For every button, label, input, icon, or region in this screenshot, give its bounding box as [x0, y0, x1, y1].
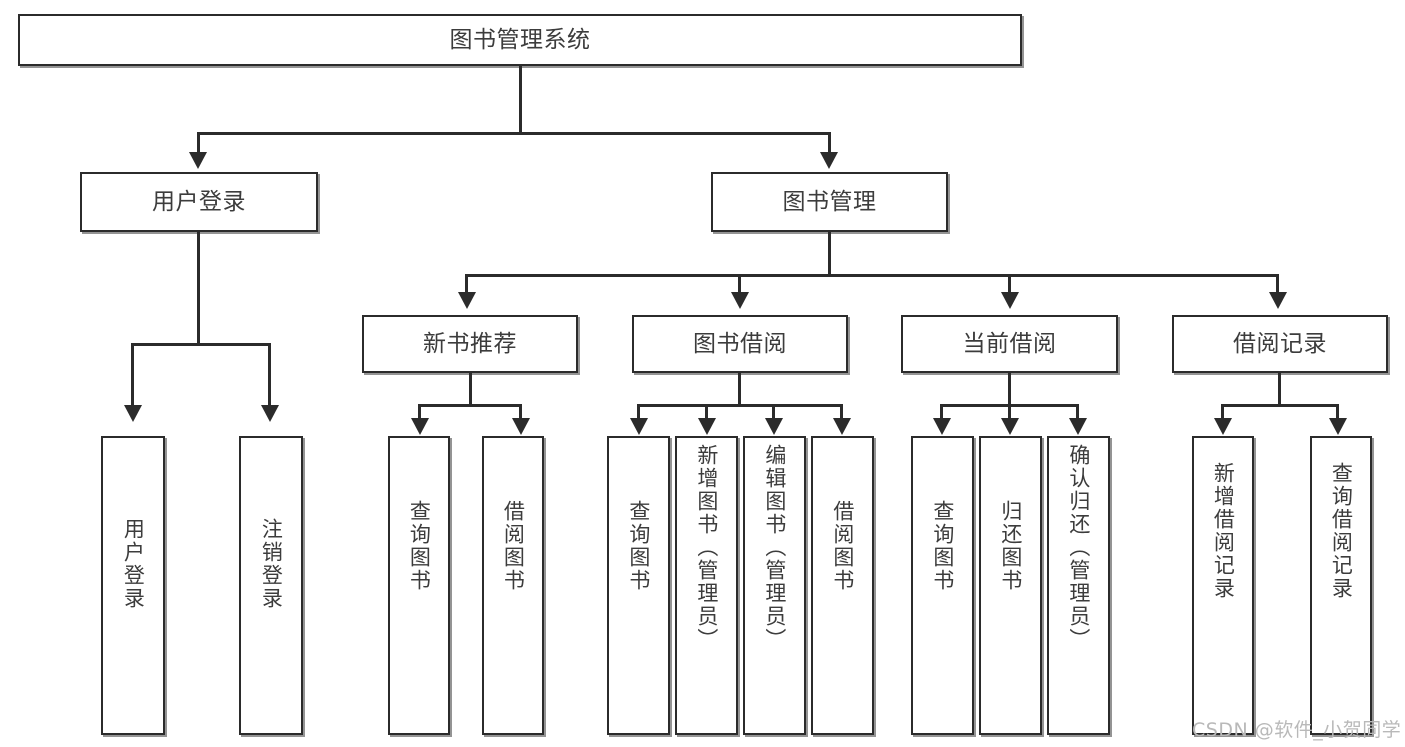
connector-book-manage-stem — [828, 232, 831, 276]
node-book-borrow[interactable]: 图书借阅 — [632, 315, 848, 373]
leaf-confirm-return[interactable]: 确认归还（管理员） — [1047, 436, 1110, 735]
connector-new-book-recommend-drop-1 — [418, 404, 421, 422]
arrow-book-borrow-to-leaf-3 — [765, 418, 783, 435]
connector-book-borrow-drop-2 — [705, 404, 708, 422]
arrow-book-borrow-to-leaf-1 — [630, 418, 648, 435]
arrow-book-manage-to-current-borrow — [1001, 292, 1019, 309]
leaf-query-record[interactable]: 查询借阅记录 — [1310, 436, 1372, 735]
node-label: 新增图书（管理员） — [694, 444, 719, 651]
connector-book-manage-drop-4 — [1276, 274, 1279, 296]
connector-book-borrow-bus — [637, 404, 843, 407]
arrow-current-borrow-to-leaf-2 — [1001, 418, 1019, 435]
node-book-manage[interactable]: 图书管理 — [711, 172, 948, 232]
connector-user-login-drop-1 — [131, 343, 134, 409]
leaf-query-book-1[interactable]: 查询图书 — [388, 436, 450, 735]
arrow-borrow-record-to-leaf-1 — [1214, 418, 1232, 435]
node-label: 借阅图书 — [501, 500, 526, 592]
connector-user-login-bus — [131, 343, 270, 346]
csdn-watermark: CSDN @软件_小贺同学 — [1192, 719, 1402, 741]
node-label: 借阅图书 — [830, 500, 855, 592]
node-borrow-record[interactable]: 借阅记录 — [1172, 315, 1388, 373]
connector-new-book-recommend-stem — [469, 373, 472, 406]
node-label: 归还图书 — [998, 500, 1023, 592]
arrow-current-borrow-to-leaf-1 — [933, 418, 951, 435]
leaf-return-book[interactable]: 归还图书 — [979, 436, 1042, 735]
leaf-query-book-2[interactable]: 查询图书 — [607, 436, 670, 735]
arrow-book-manage-to-borrow-record — [1269, 292, 1287, 309]
connector-borrow-record-drop-2 — [1336, 404, 1339, 422]
node-user-login[interactable]: 用户登录 — [80, 172, 318, 232]
connector-borrow-record-bus — [1221, 404, 1339, 407]
connector-new-book-recommend-drop-2 — [519, 404, 522, 422]
node-label: 查询借阅记录 — [1329, 462, 1354, 600]
node-label: 查询图书 — [626, 500, 651, 592]
node-label: 用户登录 — [121, 518, 146, 610]
node-label: 当前借阅 — [962, 330, 1057, 357]
arrow-book-borrow-to-leaf-2 — [698, 418, 716, 435]
node-label: 查询图书 — [930, 500, 955, 592]
connector-root-stem — [519, 66, 522, 134]
node-label: 编辑图书（管理员） — [762, 444, 787, 651]
arrow-new-book-recommend-to-leaf-2 — [512, 418, 530, 435]
node-label: 图书管理 — [782, 188, 877, 215]
leaf-user-login[interactable]: 用户登录 — [101, 436, 165, 735]
arrow-book-borrow-to-leaf-4 — [833, 418, 851, 435]
connector-current-borrow-drop-3 — [1076, 404, 1079, 422]
leaf-borrow-book-2[interactable]: 借阅图书 — [811, 436, 874, 735]
arrow-book-manage-to-new-book-recommend — [458, 292, 476, 309]
arrow-user-login-to-leaf-1 — [124, 405, 142, 422]
connector-root-to-user-login — [197, 132, 200, 156]
node-label: 图书管理系统 — [449, 26, 591, 53]
connector-book-manage-drop-3 — [1008, 274, 1011, 296]
connector-current-borrow-stem — [1008, 373, 1011, 406]
leaf-add-record[interactable]: 新增借阅记录 — [1192, 436, 1254, 735]
arrow-root-to-book-manage — [820, 152, 838, 169]
connector-book-borrow-drop-1 — [637, 404, 640, 422]
node-label: 用户登录 — [152, 188, 246, 215]
connector-root-bus — [197, 132, 830, 135]
connector-current-borrow-drop-1 — [940, 404, 943, 422]
connector-book-manage-drop-1 — [465, 274, 468, 296]
node-label: 新书推荐 — [423, 330, 517, 357]
node-label: 查询图书 — [407, 500, 432, 592]
leaf-edit-book[interactable]: 编辑图书（管理员） — [743, 436, 806, 735]
node-root-book-management-system[interactable]: 图书管理系统 — [18, 14, 1022, 66]
arrow-user-login-to-leaf-2 — [261, 405, 279, 422]
node-new-book-recommend[interactable]: 新书推荐 — [362, 315, 578, 373]
leaf-borrow-book-1[interactable]: 借阅图书 — [482, 436, 544, 735]
connector-book-borrow-drop-3 — [772, 404, 775, 422]
connector-user-login-drop-2 — [268, 343, 271, 409]
node-label: 确认归还（管理员） — [1066, 444, 1091, 651]
connector-borrow-record-drop-1 — [1221, 404, 1224, 422]
connector-current-borrow-drop-2 — [1008, 404, 1011, 422]
connector-book-borrow-drop-4 — [840, 404, 843, 422]
arrow-new-book-recommend-to-leaf-1 — [411, 418, 429, 435]
connector-borrow-record-stem — [1278, 373, 1281, 406]
arrow-borrow-record-to-leaf-2 — [1329, 418, 1347, 435]
leaf-add-book[interactable]: 新增图书（管理员） — [675, 436, 738, 735]
node-current-borrow[interactable]: 当前借阅 — [901, 315, 1118, 373]
arrow-root-to-user-login — [189, 152, 207, 169]
connector-book-borrow-stem — [738, 373, 741, 406]
connector-user-login-stem — [197, 232, 200, 345]
arrow-book-manage-to-book-borrow — [731, 292, 749, 309]
node-label: 借阅记录 — [1233, 330, 1327, 357]
node-label: 注销登录 — [259, 518, 284, 610]
leaf-query-book-3[interactable]: 查询图书 — [911, 436, 974, 735]
arrow-current-borrow-to-leaf-3 — [1069, 418, 1087, 435]
connector-book-manage-bus — [465, 274, 1279, 277]
connector-new-book-recommend-bus — [418, 404, 522, 407]
node-label: 新增借阅记录 — [1211, 462, 1236, 600]
node-label: 图书借阅 — [693, 330, 787, 357]
connector-root-to-book-manage — [828, 132, 831, 156]
connector-book-manage-drop-2 — [738, 274, 741, 296]
leaf-user-logout[interactable]: 注销登录 — [239, 436, 303, 735]
